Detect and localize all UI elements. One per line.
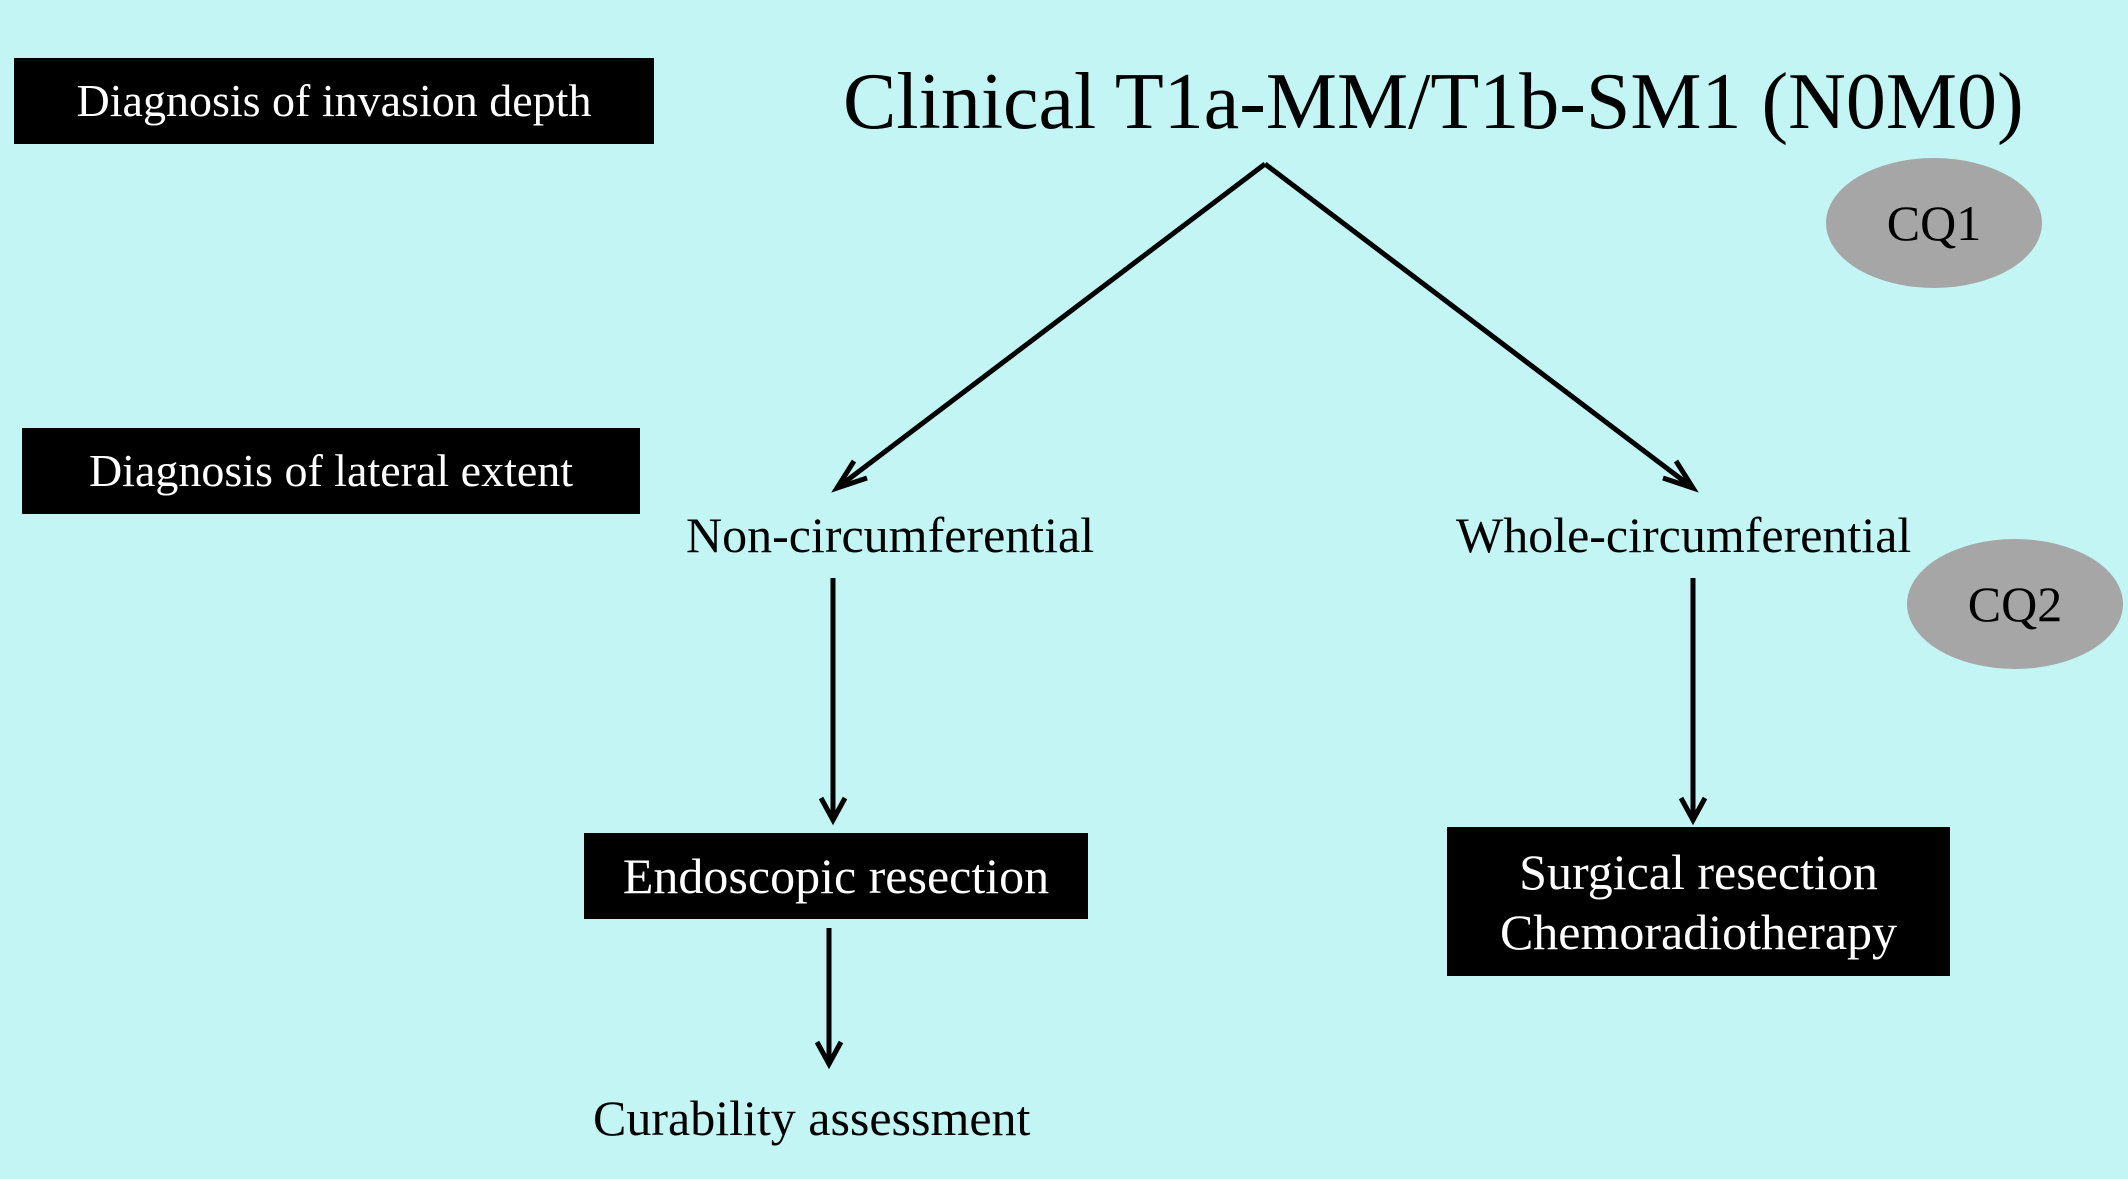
whole-circumferential-node: Whole-circumferential [1456, 507, 1912, 563]
non-circumferential-node: Non-circumferential [686, 507, 1095, 563]
surgical-resection-text: Surgical resection [1519, 843, 1878, 900]
clinical-stage-node: Clinical T1a-MM/T1b-SM1 (N0M0) [843, 58, 2024, 146]
arrow-whole-circumferential-to-surgical [1678, 578, 1708, 826]
cq1-badge: CQ1 [1826, 158, 2042, 288]
arrow-clinical-to-non-circumferential [831, 162, 1267, 493]
invasion-depth-label: Diagnosis of invasion depth [14, 58, 654, 144]
lateral-extent-label: Diagnosis of lateral extent [22, 428, 640, 514]
curability-assessment-node: Curability assessment [593, 1090, 1031, 1146]
cq2-badge: CQ2 [1907, 539, 2123, 669]
surgical-chemoradiotherapy-box: Surgical resection Chemoradiotherapy [1447, 827, 1950, 976]
arrow-non-circumferential-to-endoscopic [818, 578, 848, 826]
arrow-clinical-to-whole-circumferential [1263, 162, 1699, 493]
chemoradiotherapy-text: Chemoradiotherapy [1499, 903, 1898, 960]
endoscopic-resection-box: Endoscopic resection [584, 833, 1088, 919]
arrow-endoscopic-to-curability [814, 928, 844, 1070]
